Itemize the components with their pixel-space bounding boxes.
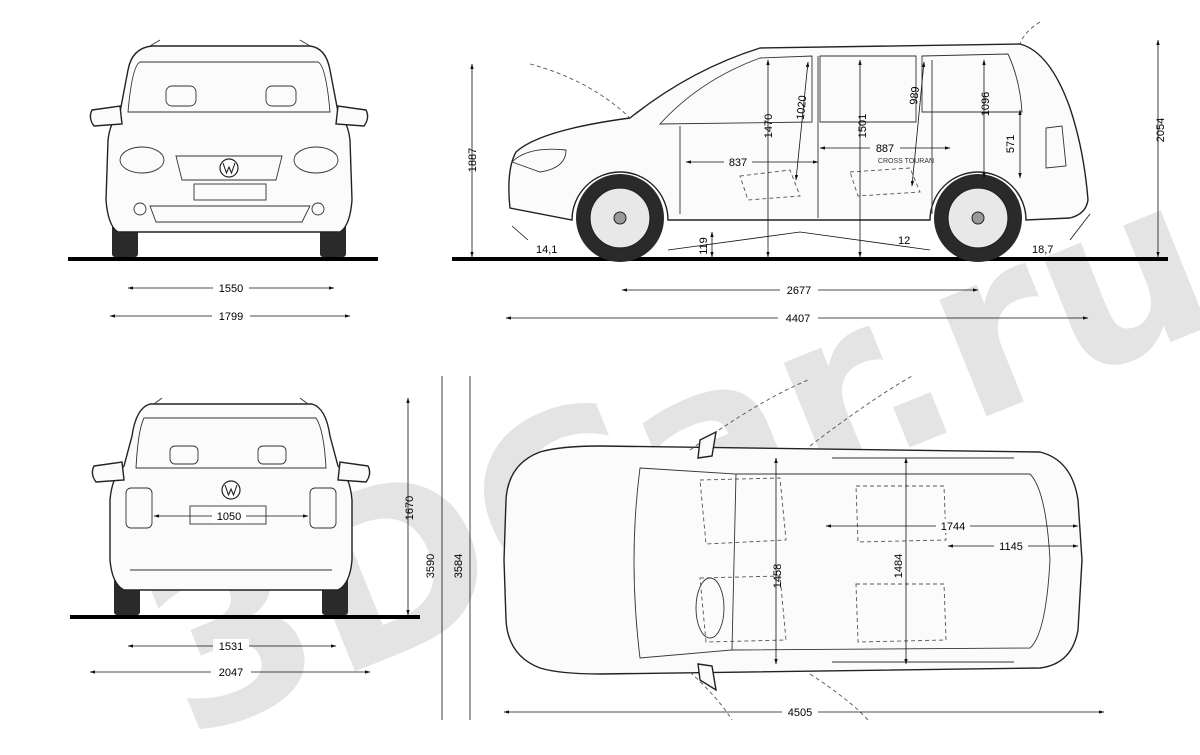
dim-rear-legroom: 887 bbox=[876, 143, 894, 155]
side-rear-window bbox=[921, 53, 1023, 113]
top-roof-outline bbox=[731, 473, 1051, 651]
side-model-badge: CROSS TOURAN bbox=[878, 158, 934, 165]
dim-interior-length: 1744 bbox=[941, 521, 965, 533]
top-body-outline bbox=[503, 445, 1083, 675]
dim-length: 4407 bbox=[786, 313, 810, 325]
dim-front-headroom: 1020 bbox=[795, 95, 809, 121]
front-left-headlight bbox=[119, 146, 165, 174]
dim-interior-height-2: 1501 bbox=[857, 114, 869, 138]
rear-headrest-right bbox=[257, 445, 287, 465]
dim-rear-height: 1670 bbox=[404, 496, 416, 520]
rear-left-taillight bbox=[125, 487, 153, 529]
side-door-lines bbox=[679, 56, 933, 218]
dim-top-front-width: 1458 bbox=[772, 564, 784, 588]
dim-third-row-headroom: 1096 bbox=[980, 92, 992, 116]
side-taillight bbox=[1045, 125, 1067, 169]
side-seat-outlines bbox=[739, 167, 921, 201]
top-door-open-rear-right bbox=[809, 673, 869, 721]
front-fog-left bbox=[133, 202, 147, 216]
dim-cargo-length: 1145 bbox=[999, 541, 1023, 553]
front-right-mirror bbox=[335, 105, 369, 127]
front-lower-intake bbox=[149, 205, 311, 223]
rear-right-taillight bbox=[309, 487, 337, 529]
dim-approach-angle-line bbox=[511, 225, 529, 241]
front-windshield bbox=[127, 61, 331, 113]
dim-diagonal-1: 3590 bbox=[425, 554, 437, 578]
top-left-mirror bbox=[697, 430, 717, 459]
dim-rear-width: 2047 bbox=[219, 667, 243, 679]
top-rails bbox=[832, 457, 1014, 663]
dim-departure-angle-line bbox=[1069, 213, 1091, 241]
dim-second-row-headroom: 989 bbox=[908, 86, 922, 106]
dim-approach-angle: 14,1 bbox=[536, 244, 557, 256]
front-plate bbox=[193, 183, 267, 201]
top-door-open-rear-left bbox=[809, 375, 913, 447]
top-door-open-front-left bbox=[689, 379, 809, 451]
vw-logo-icon bbox=[219, 158, 239, 178]
front-fog-right bbox=[311, 202, 325, 216]
dim-ramp-angle: 12 bbox=[898, 235, 910, 247]
front-right-headlight bbox=[293, 146, 339, 174]
front-headrest-right bbox=[265, 85, 297, 107]
dim-front-track: 1550 bbox=[219, 283, 243, 295]
side-tailgate-open-path bbox=[1019, 21, 1041, 45]
dim-diagonal-2: 3584 bbox=[453, 554, 465, 578]
side-hood-open-path bbox=[529, 63, 631, 119]
front-roof-rails bbox=[149, 39, 311, 47]
front-left-mirror bbox=[89, 105, 123, 127]
rear-left-mirror bbox=[91, 461, 125, 483]
front-grille bbox=[175, 155, 283, 181]
side-rear-wheel bbox=[934, 174, 1022, 262]
side-front-wheel bbox=[576, 174, 664, 262]
top-windshield bbox=[633, 467, 737, 659]
side-front-window bbox=[658, 55, 813, 125]
dim-side-height: 1887 bbox=[467, 148, 479, 172]
rear-headrest-left bbox=[169, 445, 199, 465]
rear-window bbox=[135, 417, 327, 469]
dim-ramp-angle-line bbox=[667, 231, 931, 251]
side-headlight bbox=[511, 148, 567, 173]
front-view: 1550 1799 bbox=[68, 39, 378, 323]
dim-front-width: 1799 bbox=[219, 311, 243, 323]
dim-rear-track: 1531 bbox=[219, 641, 243, 653]
rear-roof-rails bbox=[153, 397, 309, 405]
dim-plate-width: 1050 bbox=[217, 511, 241, 523]
dim-wheelbase: 2677 bbox=[787, 285, 811, 297]
side-view: CROSS TOURAN 1887 2054 1470 1020 1501 98… bbox=[452, 21, 1168, 325]
top-view: 3590 3584 1744 1145 1458 1484 4505 bbox=[425, 375, 1105, 721]
dim-top-rear-width: 1484 bbox=[893, 554, 905, 578]
top-right-mirror bbox=[697, 663, 717, 692]
dim-second-row-headroom-line bbox=[910, 61, 926, 187]
front-headrest-left bbox=[165, 85, 197, 107]
top-door-open-front-right bbox=[689, 671, 733, 721]
dim-side-height-rails: 2054 bbox=[1155, 118, 1167, 142]
dim-front-legroom: 837 bbox=[729, 157, 747, 169]
dim-departure-angle: 18,7 bbox=[1032, 244, 1053, 256]
dim-interior-height: 1470 bbox=[763, 114, 775, 138]
dim-width-doors: 4505 bbox=[788, 707, 812, 719]
dim-clearance: 119 bbox=[698, 237, 710, 255]
rear-view: 1050 1670 1531 2047 bbox=[70, 397, 420, 679]
rear-right-mirror bbox=[337, 461, 371, 483]
top-seat-outlines bbox=[699, 477, 947, 643]
vw-logo-icon bbox=[221, 480, 241, 500]
dim-cargo-height: 571 bbox=[1005, 135, 1017, 153]
